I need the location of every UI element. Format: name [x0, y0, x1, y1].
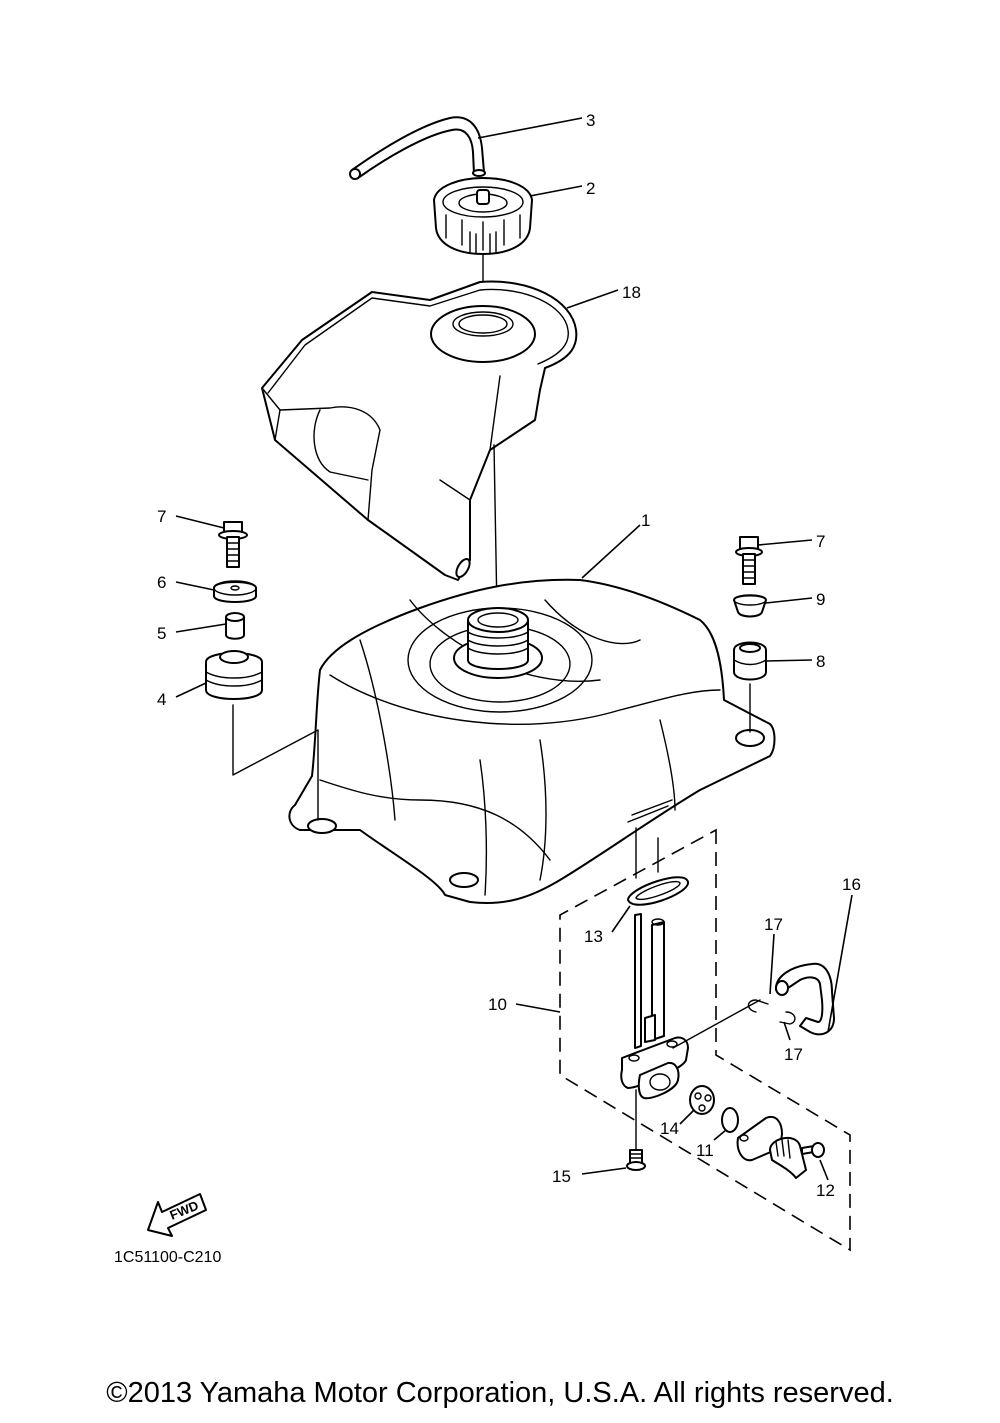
callout-3: 3: [586, 111, 595, 130]
part-code: 1C51100-C210: [114, 1249, 221, 1266]
callout-4: 4: [157, 690, 166, 709]
fuel-hose: [774, 962, 835, 1036]
o-ring: [721, 1107, 739, 1133]
clips: [747, 999, 796, 1025]
fuel-cock: [620, 913, 761, 1100]
bolt-left: [218, 521, 248, 568]
bolt-right: [735, 536, 763, 585]
tank-cover: [261, 280, 578, 581]
callout-18: 18: [622, 283, 641, 302]
callout-labels: 3 2 18 1 7 6 5 4 7 9 8 16 17 13 10 17 14…: [157, 111, 861, 1200]
left-mount-guide: [232, 704, 319, 821]
collar-left: [225, 612, 245, 640]
callout-11: 11: [696, 1141, 714, 1160]
collar-right: [733, 594, 767, 618]
leader-lines: [175, 117, 853, 1181]
grommet-right: [733, 641, 767, 681]
lever-screw: [801, 1142, 825, 1158]
fuel-cap: [433, 177, 533, 255]
callout-10: 10: [488, 995, 507, 1014]
callout-16: 16: [842, 875, 861, 894]
washer-left: [213, 580, 257, 603]
fuel-tank: [288, 578, 776, 904]
copyright-notice: ©2013 Yamaha Motor Corporation, U.S.A. A…: [106, 1377, 894, 1409]
callout-6: 6: [157, 573, 166, 592]
callout-2: 2: [586, 179, 595, 198]
callout-15: 15: [552, 1167, 571, 1186]
callout-7-left: 7: [157, 507, 166, 526]
packing: [689, 1085, 715, 1115]
callout-5: 5: [157, 624, 166, 643]
callout-7-right: 7: [816, 532, 825, 551]
vent-hose: [349, 116, 486, 180]
callout-17-top: 17: [764, 915, 783, 934]
callout-8: 8: [816, 652, 825, 671]
fwd-arrow: FWD: [147, 1193, 207, 1237]
callout-13: 13: [584, 927, 603, 946]
lever: [769, 1136, 807, 1179]
callout-12: 12: [816, 1181, 835, 1200]
callout-17-bottom: 17: [784, 1045, 803, 1064]
callout-14: 14: [660, 1119, 679, 1138]
fuel-cock-group-outline: [559, 828, 851, 1252]
fuel-cock-gasket: [627, 876, 689, 906]
callout-1: 1: [641, 511, 650, 530]
filter-screw: [626, 1149, 646, 1171]
damper-left: [205, 650, 263, 700]
callout-9: 9: [816, 590, 825, 609]
